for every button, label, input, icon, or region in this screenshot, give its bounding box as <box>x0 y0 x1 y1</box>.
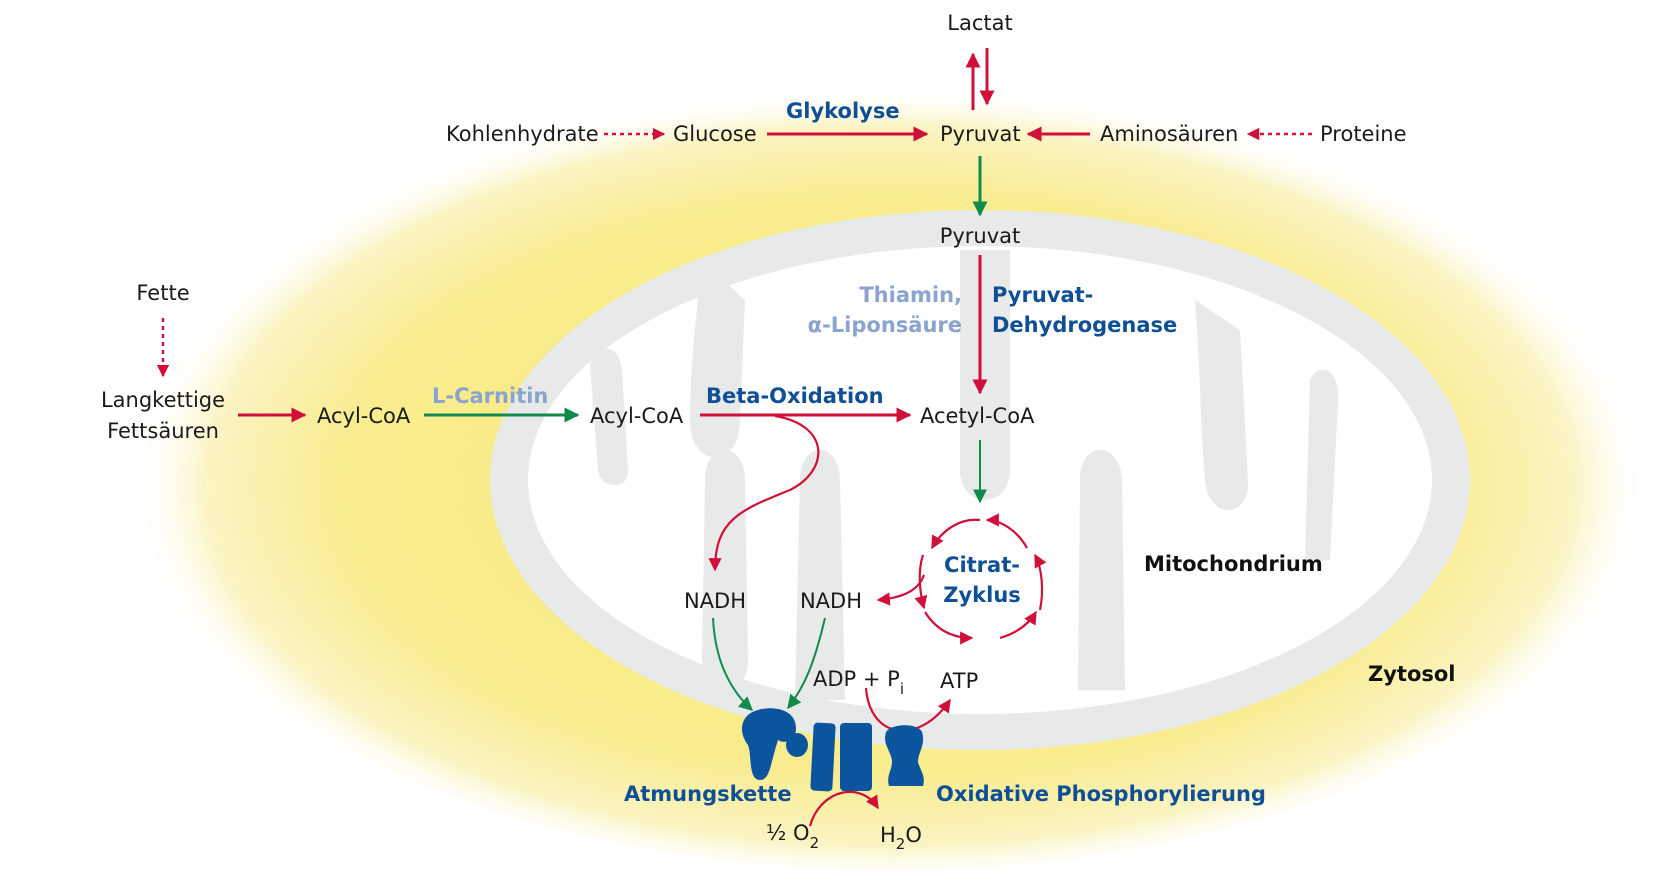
label-mitochondrium: Mitochondrium <box>1144 552 1323 576</box>
process-citrat-line1: Citrat- <box>944 553 1020 577</box>
node-acetylcoa: Acetyl-CoA <box>920 404 1035 428</box>
enzyme-pdh-line1: Pyruvat- <box>992 283 1093 307</box>
node-proteine: Proteine <box>1320 122 1407 146</box>
node-langkettige-line1: Langkettige <box>101 388 225 412</box>
node-glucose: Glucose <box>673 122 757 146</box>
node-acylcoa-cytosol: Acyl-CoA <box>317 404 411 428</box>
cofactor-liponsaeure: α-Liponsäure <box>808 313 962 337</box>
transport-l-carnitin: L-Carnitin <box>432 384 548 408</box>
enzyme-pdh-line2: Dehydrogenase <box>992 313 1177 337</box>
node-langkettige-line2: Fettsäuren <box>107 419 219 443</box>
cristae <box>590 250 1339 700</box>
process-glykolyse: Glykolyse <box>786 99 900 123</box>
process-beta-oxidation: Beta-Oxidation <box>706 384 884 408</box>
node-pyruvat-cytosol: Pyruvat <box>940 122 1021 146</box>
arrow-citrat-nadh <box>876 574 926 606</box>
respiratory-chain-complexes <box>742 708 924 792</box>
node-adp: ADP + Pi <box>813 667 904 698</box>
node-aminosaeuren: Aminosäuren <box>1100 122 1238 146</box>
label-oxphos: Oxidative Phosphorylierung <box>936 782 1266 806</box>
node-nadh-2: NADH <box>800 589 862 613</box>
node-pyruvat-mito: Pyruvat <box>940 224 1021 248</box>
arrow-betaox-nadh <box>708 414 820 572</box>
arrow-nadh2-atmungskette <box>787 617 826 710</box>
node-lactat: Lactat <box>947 11 1012 35</box>
arrow-o2-h2o <box>808 790 879 827</box>
node-atp: ATP <box>940 669 978 693</box>
node-acylcoa-mito: Acyl-CoA <box>590 404 684 428</box>
arrow-nadh1-atmungskette <box>712 617 754 711</box>
node-h2o: H2O <box>880 823 922 853</box>
cofactor-thiamin: Thiamin, <box>859 283 962 307</box>
node-kohlenhydrate: Kohlenhydrate <box>446 122 599 146</box>
process-citrat-line2: Zyklus <box>943 583 1021 607</box>
node-fette: Fette <box>136 281 189 305</box>
citrate-cycle-ring <box>876 513 1047 645</box>
node-o2: ½ O2 <box>766 821 819 852</box>
label-atmungskette: Atmungskette <box>624 782 792 806</box>
node-nadh-1: NADH <box>684 589 746 613</box>
label-zytosol: Zytosol <box>1368 662 1456 686</box>
